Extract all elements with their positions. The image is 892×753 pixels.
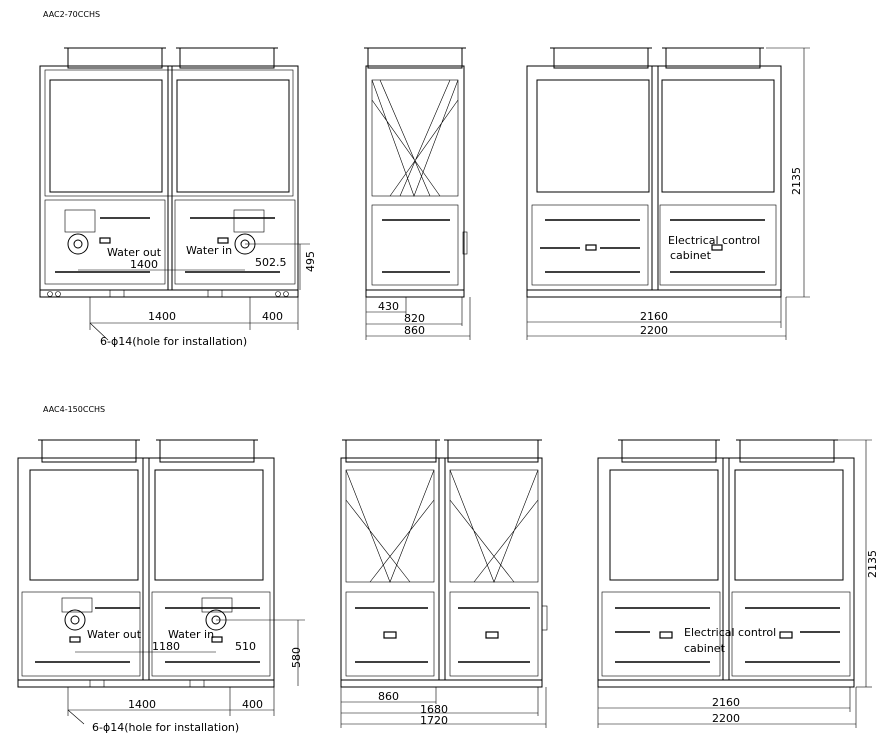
bottom-back-view: Electrical control cabinet 2160 2200 213… (597, 439, 879, 728)
electrical-cabinet-label-1: Electrical control (668, 234, 760, 247)
install-holes-note-bottom: 6-ϕ14(hole for installation) (92, 721, 239, 734)
dim-2160: 2160 (640, 310, 668, 323)
dim-495: 495 (304, 251, 317, 272)
dim-2200: 2200 (640, 324, 668, 337)
dim-2160-bottom: 2160 (712, 696, 740, 709)
dim-400: 400 (262, 310, 283, 323)
dim-1720: 1720 (420, 714, 448, 727)
dim-1180: 1180 (152, 640, 180, 653)
dim-510: 510 (235, 640, 256, 653)
water-in-label-bottom: Water in (168, 628, 214, 641)
water-out-flange (67, 233, 89, 255)
back-body (526, 65, 782, 291)
model-label-bottom: AAC4-150CCHS (43, 405, 105, 414)
water-in-label: Water in (186, 244, 232, 257)
dim-2135-bottom: 2135 (866, 550, 879, 578)
dim-2135: 2135 (790, 167, 803, 195)
dim-580: 580 (290, 647, 303, 668)
side-body-bottom (340, 457, 543, 681)
top-back-view: Electrical control cabinet 2160 2200 213… (526, 47, 810, 340)
coil-grill-2 (176, 79, 290, 193)
top-side-view: 430 820 860 (364, 47, 471, 340)
dim-1400: 1400 (148, 310, 176, 323)
dim-2200-bottom: 2200 (712, 712, 740, 725)
coil-grill-1 (49, 79, 163, 193)
back-body-bottom (597, 457, 855, 681)
dim-1680: 1680 (420, 703, 448, 716)
water-out-label: Water out (107, 246, 162, 259)
dim-820: 820 (404, 312, 425, 325)
install-holes-note: 6-ϕ14(hole for installation) (100, 335, 247, 348)
bottom-front-view: Water out Water in 1180 510 580 1400 400… (17, 439, 305, 734)
top-front-view: Water out Water in 1400 502.5 495 1400 4… (39, 47, 317, 348)
dim-400-bottom: 400 (242, 698, 263, 711)
water-out-label-bottom: Water out (87, 628, 142, 641)
model-label-top: AAC2-70CCHS (43, 10, 100, 19)
electrical-cabinet-label-2: cabinet (670, 249, 712, 262)
bottom-side-view: 860 1680 1720 (340, 439, 548, 728)
side-bracing (371, 79, 459, 197)
dim-1400-bottom: 1400 (128, 698, 156, 711)
side-body (365, 65, 465, 291)
fan-top-2 (179, 47, 275, 69)
electrical-cabinet-label-1-bottom: Electrical control (684, 626, 776, 639)
base-rail (39, 289, 299, 298)
dim-430: 430 (378, 300, 399, 313)
dim-860: 860 (404, 324, 425, 337)
dim-1400-inner: 1400 (130, 258, 158, 271)
dim-502-5: 502.5 (255, 256, 287, 269)
fan-top-1 (67, 47, 163, 69)
electrical-cabinet-label-2-bottom: cabinet (684, 642, 726, 655)
dim-860-side: 860 (378, 690, 399, 703)
